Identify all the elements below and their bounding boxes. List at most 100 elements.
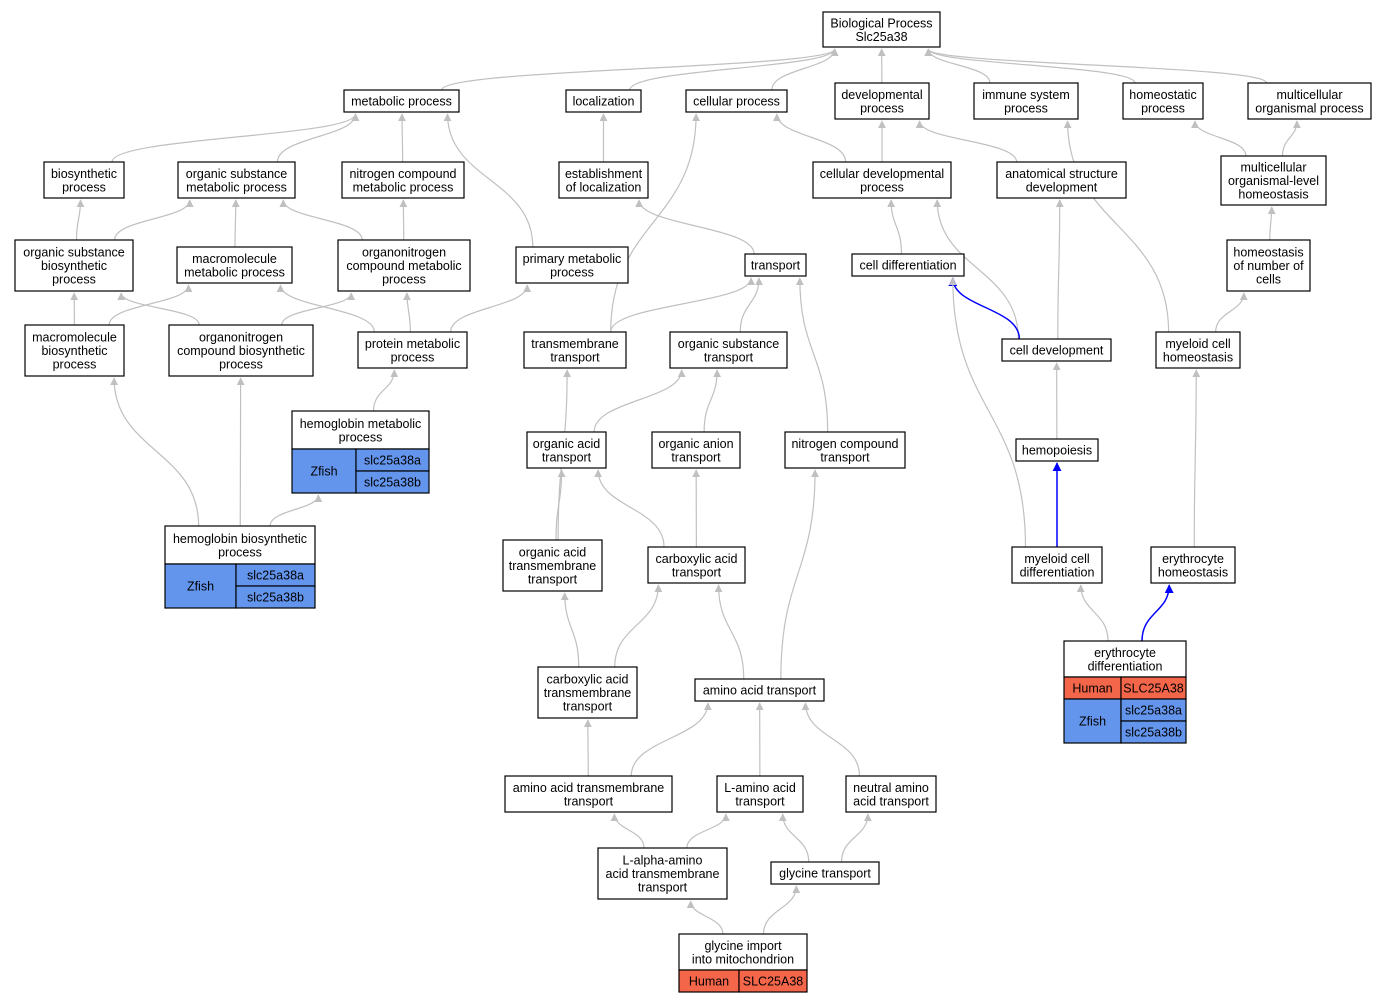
node-box [851, 253, 965, 277]
node-label-line: neutral amino [853, 781, 929, 795]
edge-cellular-to-bp [771, 48, 839, 91]
gene-label[interactable]: slc25a38b [1125, 726, 1182, 740]
edge-hbbio-to-hbmet [269, 494, 323, 527]
node-box [502, 539, 603, 592]
go-term-node-hbbio[interactable]: hemoglobin biosyntheticprocessZfishslc25… [164, 525, 316, 609]
go-term-node-localization[interactable]: localization [565, 89, 642, 113]
node-box [357, 331, 468, 369]
gene-label[interactable]: slc25a38b [364, 476, 421, 490]
gene-label[interactable]: SLC25A38 [743, 975, 804, 989]
node-label-line: compound metabolic [346, 259, 461, 273]
node-label-line: hemoglobin metabolic [300, 417, 422, 431]
go-term-node-metabolic[interactable]: metabolic process [343, 89, 460, 113]
node-label-line: homeostatic [1129, 88, 1196, 102]
go-term-node-celldiff[interactable]: cell differentiation [851, 253, 965, 277]
node-label-line: immune system [982, 88, 1070, 102]
edge-anatomical-to-developmental [915, 120, 1018, 163]
go-term-node-glytrans[interactable]: glycine transport [770, 861, 880, 885]
node-label-line: process [339, 430, 383, 444]
node-box [1001, 338, 1112, 362]
node-label-line: transmembrane [544, 686, 632, 700]
edge-metabolic-to-bp [441, 48, 839, 91]
gene-label[interactable]: slc25a38a [1125, 704, 1182, 718]
gene-label[interactable]: slc25a38b [247, 591, 304, 605]
edge-primarymet-to-metabolic [443, 113, 534, 248]
go-term-node-aatrans[interactable]: amino acid transport [694, 678, 825, 702]
node-label-line: carboxylic acid [547, 673, 629, 687]
node-label-line: compound biosynthetic [177, 344, 305, 358]
edge-localization-to-bp [629, 48, 839, 91]
node-box [647, 546, 746, 584]
node-label-line: organismal process [1255, 101, 1363, 115]
edge-glytrans-to-neutralaa [840, 813, 872, 863]
gene-label[interactable]: slc25a38a [364, 454, 421, 468]
node-label-line: nitrogen compound [349, 167, 456, 181]
node-box [565, 89, 642, 113]
node-box [1063, 640, 1187, 678]
gene-cell [738, 969, 808, 993]
gene-label[interactable]: SLC25A38 [1123, 682, 1184, 696]
edge-erythdiff-to-erythhomeo [1141, 584, 1174, 642]
edge-glyimport-to-glytrans [762, 885, 801, 935]
node-box [822, 11, 941, 48]
node-label-line: process [52, 273, 96, 287]
edge-homeonum-to-mchomeo [1267, 206, 1276, 241]
node-label-line: development [1026, 180, 1098, 194]
edge-lalpha-to-aatm [610, 813, 645, 849]
edge-nitrogenmet-to-metabolic [398, 113, 407, 163]
node-label-line: hemoglobin biosynthetic [173, 532, 307, 546]
node-label-line: process [1004, 101, 1048, 115]
go-term-node-celldev[interactable]: cell development [1001, 338, 1112, 362]
node-box [523, 331, 627, 369]
go-term-node-hbmet[interactable]: hemoglobin metabolicprocessZfishslc25a38… [291, 410, 430, 494]
node-box [14, 239, 134, 292]
node-label-line: process [860, 101, 904, 115]
go-term-node-cellular[interactable]: cellular process [685, 89, 788, 113]
go-term-node-transport[interactable]: transport [744, 253, 807, 277]
node-label-line: metabolic process [353, 180, 454, 194]
go-term-node-hemopoiesis[interactable]: hemopoiesis [1015, 438, 1099, 462]
edge-glyimport-to-lalpha [686, 900, 724, 935]
node-label-line: transport [563, 700, 613, 714]
node-label-line: acid transmembrane [606, 867, 720, 881]
gene-label[interactable]: slc25a38a [247, 569, 304, 583]
